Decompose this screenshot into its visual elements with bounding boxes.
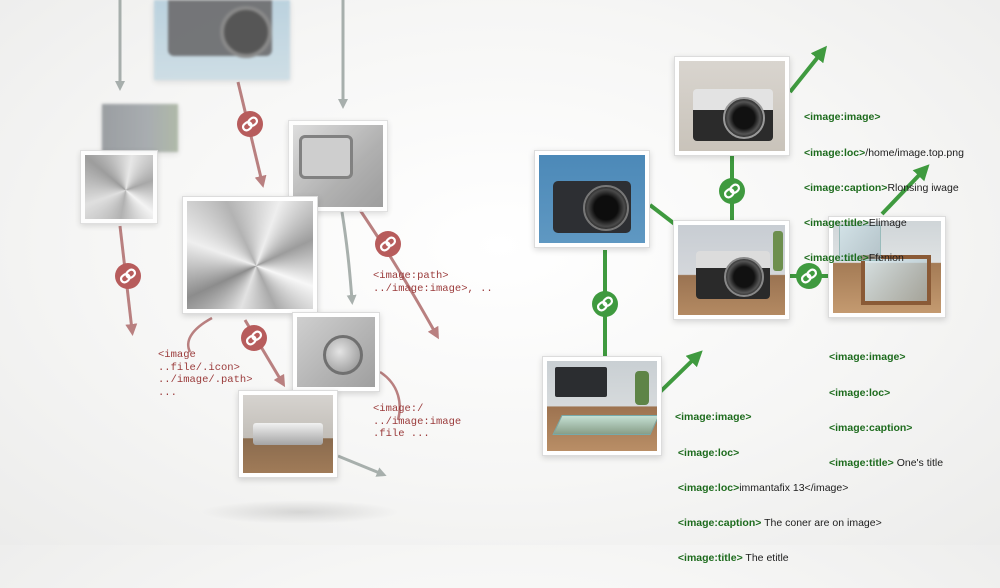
link-icon — [375, 231, 401, 257]
camera-photo — [673, 220, 790, 320]
path-label: <image:/../image:image.file ... — [373, 403, 462, 440]
link-icon — [241, 325, 267, 351]
glass-tray-photo — [828, 216, 946, 318]
sitemap-tags: <image:image> <image:loc> <image:loc>imm… — [675, 411, 882, 564]
link-icon — [719, 178, 745, 204]
sitemap-diagram: <image..file/.icon>../image/.path>... <i… — [80, 0, 964, 564]
sitemap-tags: <image:image> <image:loc> <image:caption… — [829, 351, 944, 469]
link-icon — [592, 291, 618, 317]
connector-green-5 — [788, 45, 827, 94]
metal-button-photo — [292, 312, 380, 392]
sitemap-tags: <image:image> <image:loc>/home/image.top… — [804, 111, 964, 264]
link-icon — [237, 111, 263, 137]
connector-green-2 — [648, 203, 678, 227]
metal-texture-photo — [80, 150, 158, 224]
connector-green-6 — [880, 164, 930, 216]
metal-texture-photo — [182, 196, 318, 314]
connector-gray-3 — [340, 211, 357, 305]
path-label: <image:path>../image:image>, .. — [373, 270, 493, 295]
connector-green-7 — [658, 350, 703, 394]
connector-red-4 — [186, 316, 213, 353]
camera-photo — [154, 0, 290, 80]
floor-shadow — [200, 500, 400, 524]
camera-photo — [534, 150, 650, 248]
connector-red-3 — [358, 209, 439, 340]
glass-tray-photo — [542, 356, 662, 456]
link-icon — [115, 263, 141, 289]
connector-red-6 — [379, 370, 401, 421]
desk-photo — [102, 104, 178, 152]
path-label: <image..file/.icon>../image/.path>... — [158, 349, 253, 399]
camera-photo — [674, 56, 790, 156]
link-icon — [796, 263, 822, 289]
connector-layer — [115, 0, 930, 477]
connector-gray-4 — [337, 454, 387, 477]
metal-tray-photo — [238, 390, 338, 478]
